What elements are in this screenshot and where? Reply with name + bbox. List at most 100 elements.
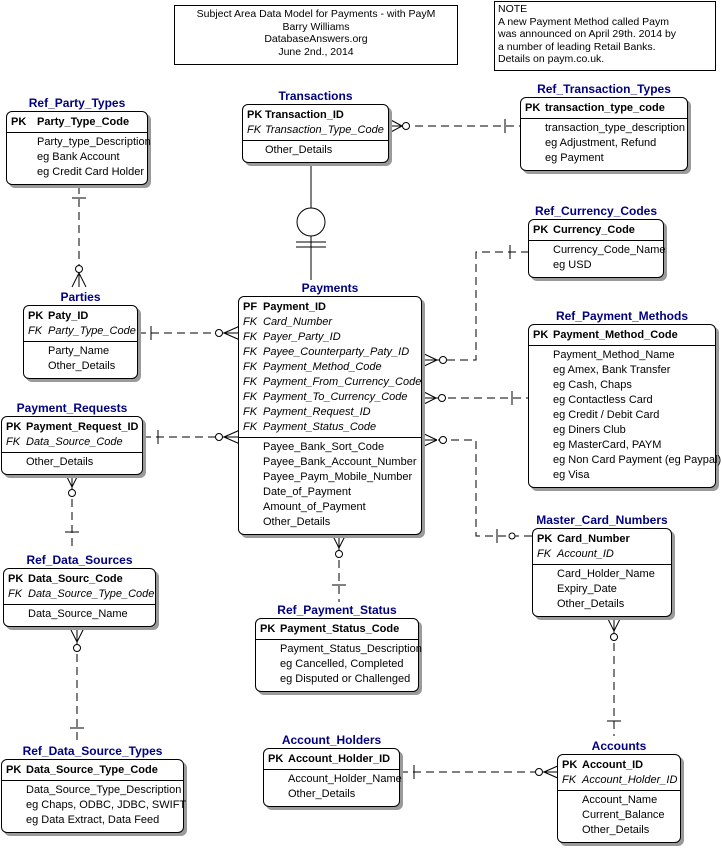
key-attribute: Payment_Request_ID [26,421,139,433]
key-marker: FK [28,325,43,337]
note-line: a number of leading Retail Banks. [498,40,656,53]
key-attribute: Transaction_ID [265,109,344,121]
attribute-row: eg MasterCard, PAYM [529,438,715,453]
key-marker: FK [243,331,258,343]
key-row: FK Party_Type_Code [24,324,137,339]
key-attribute: Data_Sourc_Code [28,573,123,585]
key-attribute: Card_Number [263,316,333,328]
attribute: Party_type_Description [37,136,151,148]
attribute: Account_Name [582,794,658,806]
key-marker: FK [8,588,23,600]
attribute-row: eg Credit Card Holder [7,165,147,180]
attribute: Card_Holder_Name [557,568,655,580]
key-marker: PK [247,109,263,121]
rel-status-payments [331,533,347,602]
rel-requests-payments [143,429,241,445]
entity-name: Accounts [591,739,647,753]
rel-party-types-parties [71,186,87,288]
attribute: eg Non Card Payment (eg Paypal) [553,454,722,466]
attribute: Other_Details [26,456,94,468]
key-attribute: Currency_Code [553,224,635,236]
attribute: eg Chaps, ODBC, JDBC, SWIFT [26,799,187,811]
rel-payments-transactions [296,163,326,280]
title-note: Subject Area Data Model for Payments - w… [174,5,458,65]
attribute-row: eg Cash, Chaps [529,378,715,393]
attribute-row: eg Cancelled, Completed [256,657,418,672]
attribute-row: eg Credit / Debit Card [529,408,715,423]
key-attribute: Payment_ID [263,301,326,313]
attribute: eg Diners Club [553,424,626,436]
key-marker: FK [562,774,577,786]
attribute-row: Other_Details [243,143,388,158]
key-marker: PF [243,301,258,313]
attribute: Payment_Status_Description [280,643,422,655]
author-line: Barry Williams [282,20,350,33]
entity-name: Ref_Data_Sources [26,553,133,567]
entity-name: Master_Card_Numbers [536,513,668,527]
attribute-row: Data_Source_Name [4,607,155,622]
attribute-row: eg Disputed or Challenged [256,672,418,687]
key-attribute: Account_Holder_ID [288,753,391,765]
attribute-row: Payment_Method_Name [529,348,715,363]
attribute-row: Payee_Bank_Account_Number [239,455,421,470]
entity-name: Ref_Transaction_Types [537,82,671,96]
key-attribute: Data_Source_Type_Code [28,588,155,600]
key-attribute: Payment_Status_Code [263,421,377,433]
attribute: eg MasterCard, PAYM [553,439,662,451]
attribute: Currency_Code_Name [553,244,666,256]
attribute-row: Date_of_Payment [239,485,421,500]
key-attribute: Account_ID [557,548,614,560]
key-marker: FK [243,361,258,373]
key-marker: FK [243,421,258,433]
key-attribute: Payment_From_Currency_Code [263,376,422,388]
attribute: Other_Details [48,360,116,372]
attribute-row: Other_Details [239,515,421,530]
attribute-row: Currency_Code_Name [529,243,666,258]
key-attribute: Party_Type_Code [48,325,136,337]
key-row: PF Payment_ID [239,300,421,315]
note-line: Details on paym.co.uk. [498,53,605,65]
key-attribute: Data_Source_Type_Code [26,764,158,776]
attribute: Payee_Paym_Mobile_Number [263,471,413,483]
attribute-row: eg Diners Club [529,423,715,438]
rel-transaction-types-transactions [388,118,521,134]
side-note: NOTE A new Payment Method called Paym wa… [494,1,716,71]
attribute-row: Other_Details [533,597,671,612]
attribute: eg Amex, Bank Transfer [553,364,671,376]
attribute: Current_Balance [582,809,665,821]
rel-parties-payments [138,325,241,341]
